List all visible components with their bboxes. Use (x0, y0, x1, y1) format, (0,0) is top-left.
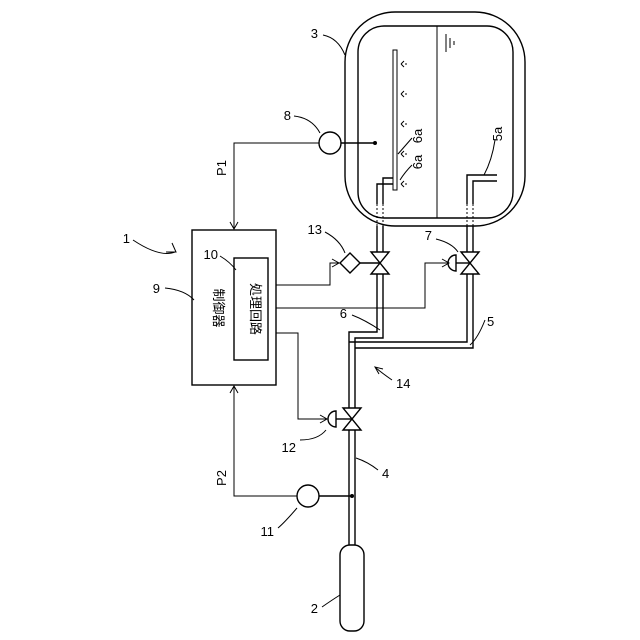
control-line-13 (276, 263, 338, 285)
controller-name: 制御器 (210, 288, 225, 327)
label-3: 3 (311, 26, 318, 41)
valve-12[interactable] (328, 408, 361, 430)
label-2: 2 (311, 601, 318, 616)
pressure-sensor-11[interactable] (297, 485, 319, 507)
leader-3 (323, 35, 345, 55)
label-4: 4 (382, 466, 389, 481)
leader-6 (352, 315, 380, 330)
label-14: 14 (396, 376, 410, 391)
leader-4 (356, 458, 378, 470)
tank-outer (345, 12, 525, 226)
signal-line-p1 (234, 143, 319, 228)
leader-11 (278, 508, 297, 528)
leader-14 (376, 368, 392, 380)
pipe5-inner-bend-2 (473, 181, 497, 204)
pipe-4 (349, 430, 355, 545)
control-line-12 (276, 333, 326, 419)
pipe6-inner-bend (383, 178, 393, 204)
pipe5-lower (349, 274, 473, 348)
leader-5 (470, 320, 485, 345)
pipe5-upper (467, 226, 473, 252)
label-5a: 5a (490, 126, 505, 141)
gas-cylinder (340, 545, 364, 631)
arrow-1 (166, 243, 176, 252)
label-10: 10 (204, 247, 218, 262)
label-6a-lower: 6a (410, 154, 425, 169)
pipe6-lower (349, 274, 383, 408)
leader-5a (484, 140, 495, 175)
pressure-sensor-8[interactable] (319, 132, 341, 154)
pipe5-inner-bend (467, 175, 497, 204)
leader-13 (325, 232, 345, 253)
pipe6-upper (377, 226, 383, 252)
label-p1: P1 (214, 160, 229, 176)
sensor11-tap-point (350, 494, 354, 498)
label-p2: P2 (214, 470, 229, 486)
pipe6-inner-bend-2 (377, 184, 393, 204)
valve-7[interactable] (448, 252, 479, 274)
sensor8-tap-point (373, 141, 377, 145)
leader-2 (322, 595, 340, 607)
leader-12 (300, 430, 326, 440)
label-8: 8 (284, 108, 291, 123)
label-7: 7 (425, 228, 432, 243)
leader-9 (165, 288, 194, 300)
leader-7 (436, 239, 458, 252)
nozzle-group-6a (401, 61, 407, 187)
label-13: 13 (308, 222, 322, 237)
valve-12-actuator (328, 411, 336, 427)
leader-1 (133, 240, 175, 254)
label-5: 5 (487, 314, 494, 329)
circuit-name: 処理回路 (247, 283, 263, 335)
label-12: 12 (282, 440, 296, 455)
leader-8 (294, 116, 320, 133)
valve-13-actuator-diamond (340, 253, 360, 273)
liquid-level-icon (446, 34, 454, 52)
label-9: 9 (153, 281, 160, 296)
label-6: 6 (340, 306, 347, 321)
label-11: 11 (261, 524, 275, 539)
valve-13[interactable] (340, 252, 389, 274)
tank-inner (358, 26, 513, 218)
label-6a-upper: 6a (410, 128, 425, 143)
label-1: 1 (123, 231, 130, 246)
distribution-pipe (393, 50, 397, 190)
